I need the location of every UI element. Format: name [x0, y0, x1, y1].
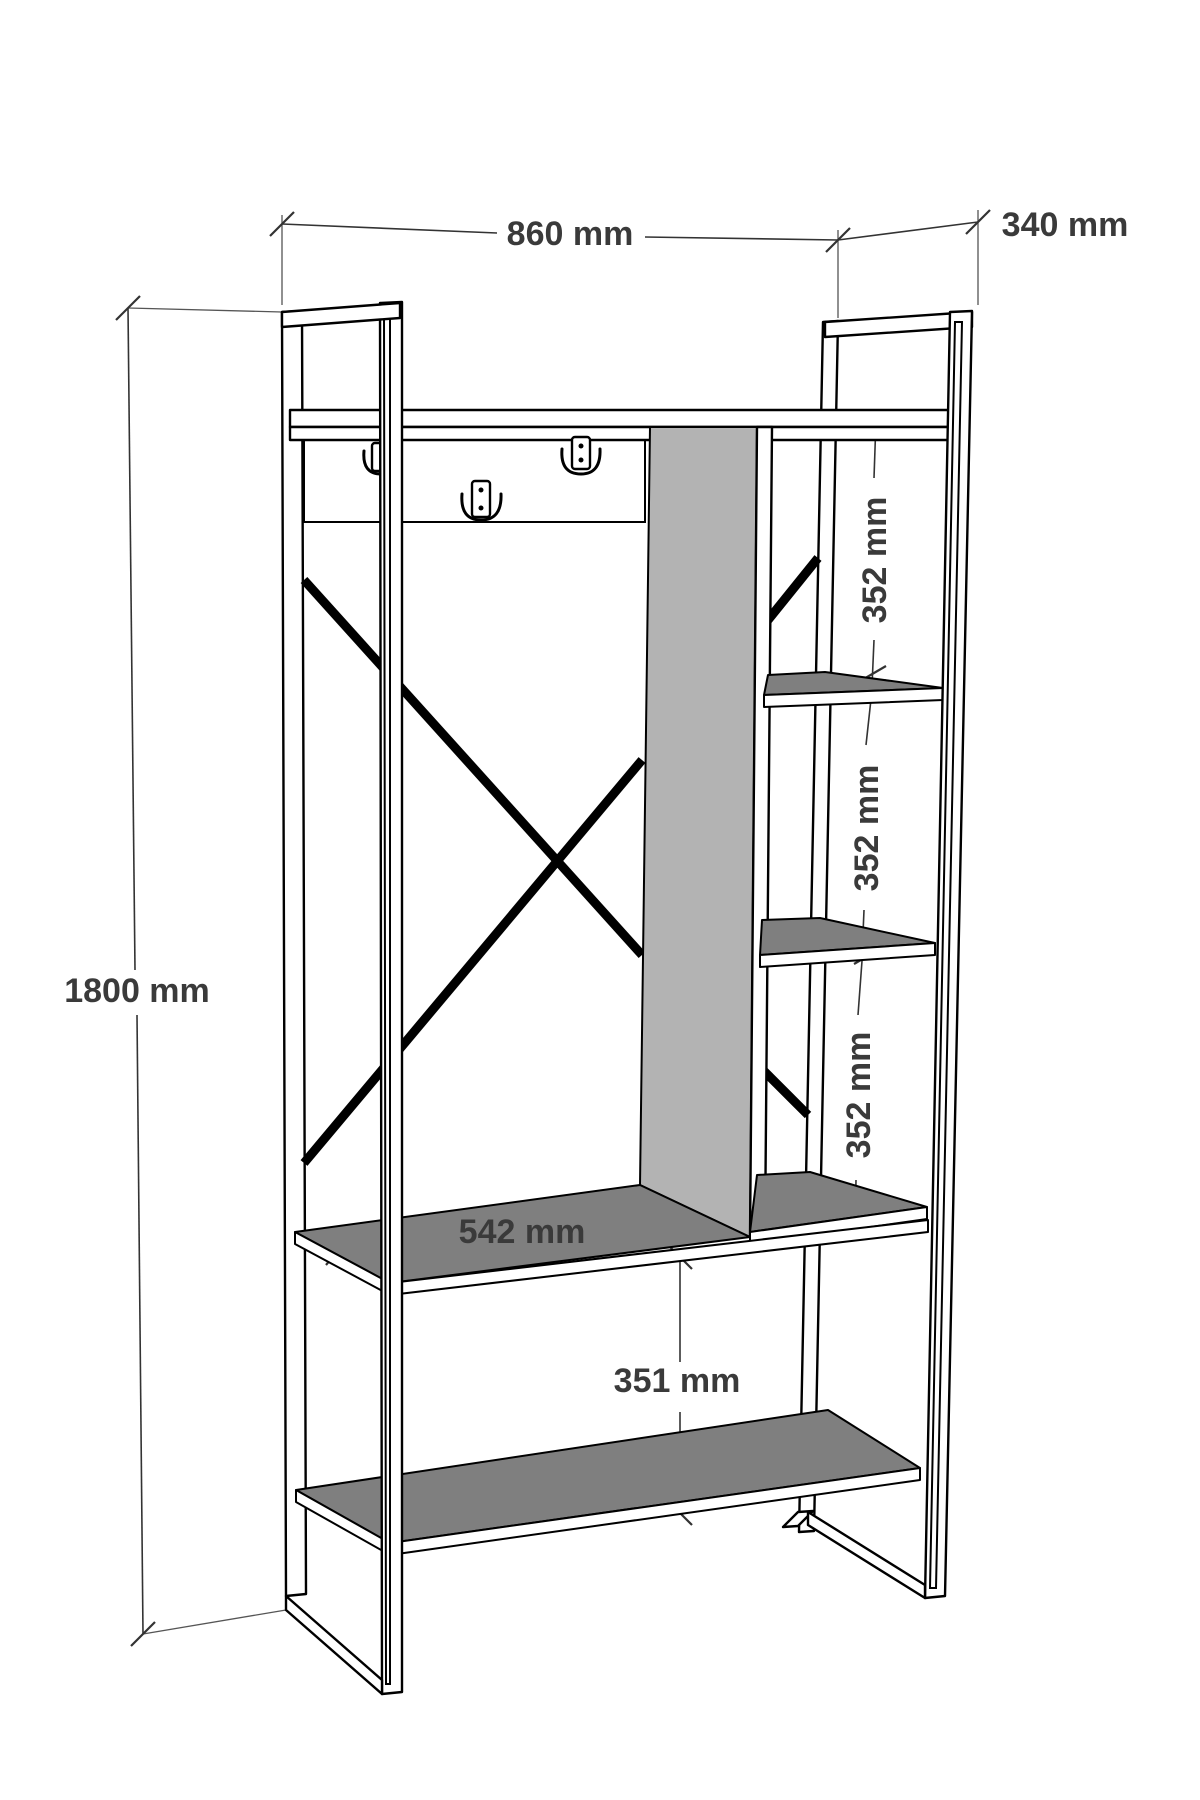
width-label: 860 mm — [507, 215, 634, 253]
hanging-width-label: 542 mm — [459, 1213, 586, 1251]
bottom-gap-label: 351 mm — [614, 1362, 741, 1400]
left-front-post — [280, 300, 404, 1696]
divider-panel — [639, 425, 774, 1239]
shelf-gap-1-label: 352 mm — [856, 497, 894, 624]
coat-hook-icon — [460, 479, 503, 522]
height-label: 1800 mm — [64, 972, 210, 1010]
left-back-post — [280, 309, 308, 1598]
coat-hook-icon — [560, 435, 602, 476]
depth-label: 340 mm — [1002, 206, 1129, 244]
dimension-labels: 860 mm 340 mm 1800 mm 352 mm 352 mm 352 … — [64, 206, 1128, 1400]
main-shelves — [294, 1184, 929, 1556]
right-shelves — [749, 671, 944, 1245]
right-front-post — [806, 309, 974, 1600]
shelf-gap-3-label: 352 mm — [840, 1032, 878, 1159]
shelf-gap-2-label: 352 mm — [848, 765, 886, 892]
